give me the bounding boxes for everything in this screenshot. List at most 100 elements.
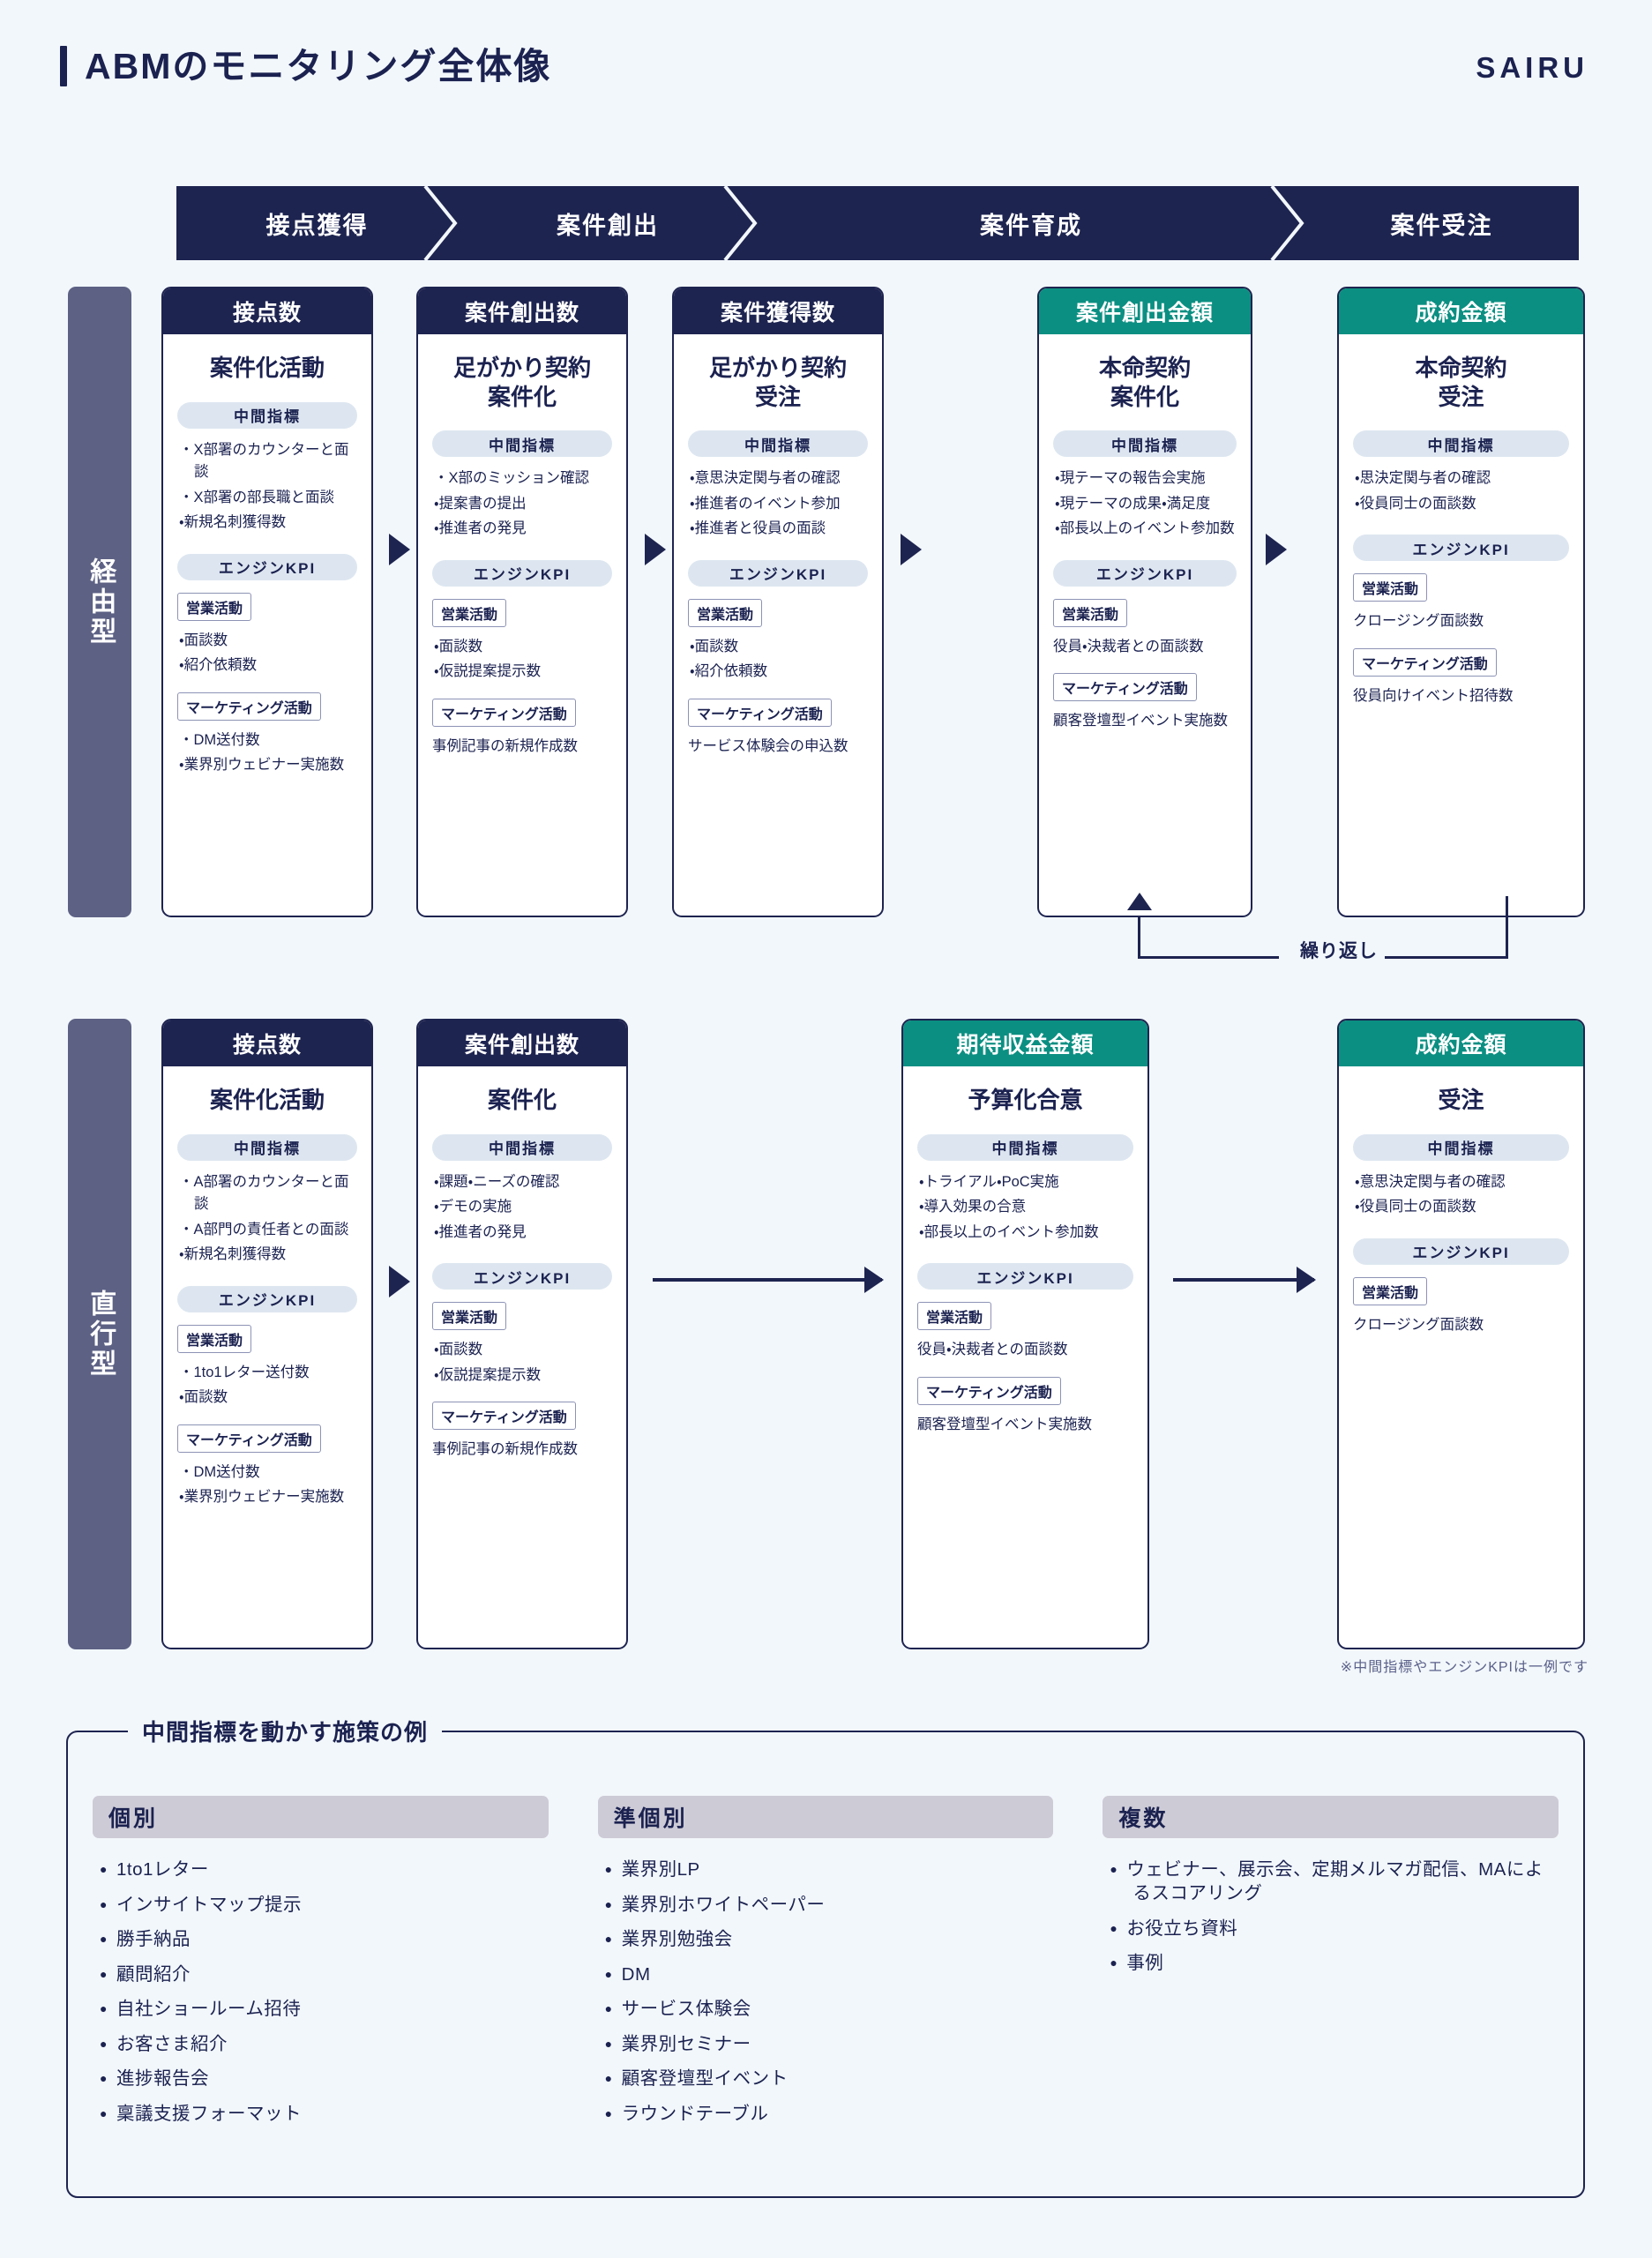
list-item: 業界別LP (605, 1858, 1054, 1881)
card-header: 案件獲得数 (674, 288, 882, 334)
stage-label: 接点獲得 (265, 212, 369, 239)
engine-kpi-pill: エンジンKPI (432, 559, 612, 587)
kpi-card-chokko-2[interactable]: 案件創出数案件化中間指標課題・ニーズの確認デモの実施推進者の発見エンジンKPI営… (416, 1019, 628, 1649)
measures-column-2: 準個別業界別LP業界別ホワイトペーパー業界別勉強会DMサービス体験会業界別セミナ… (597, 1796, 1054, 2136)
marketing-activity-list: DM送付数業界別ウェビナー実施数 (179, 729, 355, 777)
stage-segment-4: 案件受注 (1304, 186, 1579, 260)
kpi-card-keiyu-5[interactable]: 成約金額本命契約受注中間指標思決定関与者の確認役員同士の面談数エンジンKPI営業… (1337, 287, 1585, 917)
intermediate-indicator-list: X部署のカウンターと面談X部署の部長職と面談新規名刺獲得数 (179, 439, 355, 535)
marketing-activity-value: 事例記事の新規作成数 (432, 1441, 578, 1458)
list-item: A部署のカウンターと面談 (179, 1171, 355, 1216)
list-item: 部長以上のイベント参加数 (919, 1222, 1132, 1245)
marketing-activity-tag: マーケティング活動 (1353, 647, 1497, 677)
intermediate-indicator-list: 意思決定関与者の確認役員同士の面談数 (1355, 1171, 1567, 1219)
list-item: 現テーマの成果・満足度 (1055, 493, 1235, 516)
list-item: 導入効果の合意 (919, 1196, 1132, 1219)
intermediate-indicator-list: 課題・ニーズの確認デモの実施推進者の発見 (434, 1171, 610, 1245)
card-header: 案件創出金額 (1039, 288, 1251, 334)
sales-activity-tag: 営業活動 (432, 598, 507, 627)
list-item: 稟議支援フォーマット (100, 2102, 549, 2126)
measures-column-header: 複数 (1103, 1796, 1559, 1838)
title-group: ABMのモニタリング全体像 (60, 46, 551, 86)
kpi-card-chokko-1[interactable]: 接点数案件化活動中間指標A部署のカウンターと面談A部門の責任者との面談新規名刺獲… (161, 1019, 373, 1649)
marketing-activity-tag: マーケティング活動 (432, 698, 576, 727)
repeat-loop: 繰り返し (1127, 893, 1508, 981)
kpi-card-keiyu-2[interactable]: 案件創出数足がかり契約案件化中間指標X部のミッション確認提案書の提出推進者の発見… (416, 287, 628, 917)
list-item: 課題・ニーズの確認 (434, 1171, 610, 1194)
list-item: 役員同士の面談数 (1355, 493, 1567, 516)
list-item: 業界別セミナー (605, 2032, 1054, 2056)
list-item: 面談数 (179, 1387, 355, 1409)
marketing-activity-value: サービス体験会の申込数 (688, 737, 848, 754)
marketing-activity-value: 役員向けイベント招待数 (1353, 687, 1514, 704)
intermediate-indicator-pill: 中間指標 (1053, 430, 1237, 457)
list-item: ウェビナー、展示会、定期メルマガ配信、MAによるスコアリング (1110, 1858, 1559, 1905)
sales-activity-value: クロージング面談数 (1353, 1316, 1484, 1333)
list-item: 推進者の発見 (434, 1222, 610, 1245)
kpi-card-keiyu-3[interactable]: 案件獲得数足がかり契約受注中間指標意思決定関与者の確認推進者のイベント参加推進者… (672, 287, 884, 917)
list-item: 仮説提案提示数 (434, 661, 610, 684)
sales-activity-list: 面談数紹介依頼数 (179, 630, 355, 677)
loop-label: 繰り返し (1293, 937, 1385, 963)
measures-columns: 個別1to1レターインサイトマップ提示勝手納品顧問紹介自社ショールーム招待お客さ… (68, 1796, 1583, 2136)
intermediate-indicator-pill: 中間指標 (177, 1133, 357, 1161)
sales-activity-list: 1to1レター送付数面談数 (179, 1362, 355, 1409)
sales-activity-tag: 営業活動 (177, 1324, 252, 1353)
intermediate-indicator-pill: 中間指標 (1353, 1133, 1569, 1161)
list-item: 意思決定関与者の確認 (690, 467, 866, 490)
flow-arrow-icon-4 (1266, 534, 1287, 565)
card-body: 足がかり契約案件化中間指標X部のミッション確認提案書の提出推進者の発見エンジンK… (418, 334, 626, 916)
list-item: 推進者の発見 (434, 518, 610, 541)
card-header: 期待収益金額 (903, 1021, 1147, 1066)
side-label-text: 経由型 (86, 557, 116, 647)
sales-activity-tag: 営業活動 (688, 598, 763, 627)
marketing-activity-tag: マーケティング活動 (1053, 673, 1197, 702)
card-body: 案件化中間指標課題・ニーズの確認デモの実施推進者の発見エンジンKPI営業活動面談… (418, 1066, 626, 1648)
list-item: お役立ち資料 (1110, 1917, 1559, 1940)
measures-panel: 中間指標を動かす施策の例 個別1to1レターインサイトマップ提示勝手納品顧問紹介… (66, 1715, 1585, 2198)
flow-arrow-icon-3 (901, 534, 922, 565)
brand-logo: SAIRU (1476, 51, 1588, 84)
intermediate-indicator-pill: 中間指標 (432, 430, 612, 457)
measures-column-3: 複数ウェビナー、展示会、定期メルマガ配信、MAによるスコアリングお役立ち資料事例 (1103, 1796, 1559, 2136)
engine-kpi-pill: エンジンKPI (1353, 1237, 1569, 1265)
list-item: 業界別勉強会 (605, 1927, 1054, 1951)
card-header: 成約金額 (1339, 1021, 1583, 1066)
list-item: 提案書の提出 (434, 493, 610, 516)
list-item: 意思決定関与者の確認 (1355, 1171, 1567, 1194)
stage-label: 案件育成 (980, 212, 1082, 239)
intermediate-indicator-list: 思決定関与者の確認役員同士の面談数 (1355, 467, 1567, 515)
engine-kpi-pill: エンジンKPI (1353, 535, 1569, 562)
card-subtitle: 案件化活動 (209, 1087, 325, 1113)
side-label-text: 直行型 (86, 1289, 116, 1379)
list-item: お客さま紹介 (100, 2032, 549, 2056)
flow-arrow-icon-2 (645, 534, 666, 565)
sales-activity-list: 面談数仮説提案提示数 (434, 636, 610, 684)
marketing-activity-tag: マーケティング活動 (177, 1424, 321, 1453)
intermediate-indicator-pill: 中間指標 (432, 1133, 612, 1161)
kpi-card-keiyu-1[interactable]: 接点数案件化活動中間指標X部署のカウンターと面談X部署の部長職と面談新規名刺獲得… (161, 287, 373, 917)
list-item: 顧客登壇型イベント (605, 2067, 1054, 2090)
marketing-activity-value: 顧客登壇型イベント実施数 (917, 1416, 1092, 1432)
list-item: 新規名刺獲得数 (179, 1244, 355, 1267)
list-item: X部署の部長職と面談 (179, 487, 355, 510)
loop-arrowhead-icon (1127, 893, 1152, 910)
card-header: 成約金額 (1339, 288, 1583, 334)
loop-line-vertical-right (1506, 896, 1508, 959)
list-item: デモの実施 (434, 1196, 610, 1219)
kpi-card-chokko-4[interactable]: 成約金額受注中間指標意思決定関与者の確認役員同士の面談数エンジンKPI営業活動ク… (1337, 1019, 1585, 1649)
measures-column-header: 個別 (93, 1796, 549, 1838)
engine-kpi-pill: エンジンKPI (917, 1263, 1133, 1290)
sales-activity-tag: 営業活動 (1053, 598, 1128, 627)
engine-kpi-pill: エンジンKPI (432, 1263, 612, 1290)
stage-banner: 接点獲得案件創出案件育成案件受注 (176, 186, 1579, 260)
kpi-card-chokko-3[interactable]: 期待収益金額予算化合意中間指標トライアル・PoC実施導入効果の合意部長以上のイベ… (901, 1019, 1149, 1649)
card-subtitle: 足がかり契約案件化 (452, 355, 591, 410)
list-item: トライアル・PoC実施 (919, 1171, 1132, 1194)
loop-line-vertical-left (1138, 917, 1140, 959)
list-item: 推進者と役員の面談 (690, 518, 866, 541)
row-side-label-keiyu: 経由型 (68, 287, 131, 917)
card-body: 本命契約案件化中間指標現テーマの報告会実施現テーマの成果・満足度部長以上のイベン… (1039, 334, 1251, 916)
kpi-card-keiyu-4[interactable]: 案件創出金額本命契約案件化中間指標現テーマの報告会実施現テーマの成果・満足度部長… (1037, 287, 1252, 917)
engine-kpi-pill: エンジンKPI (1053, 559, 1237, 587)
